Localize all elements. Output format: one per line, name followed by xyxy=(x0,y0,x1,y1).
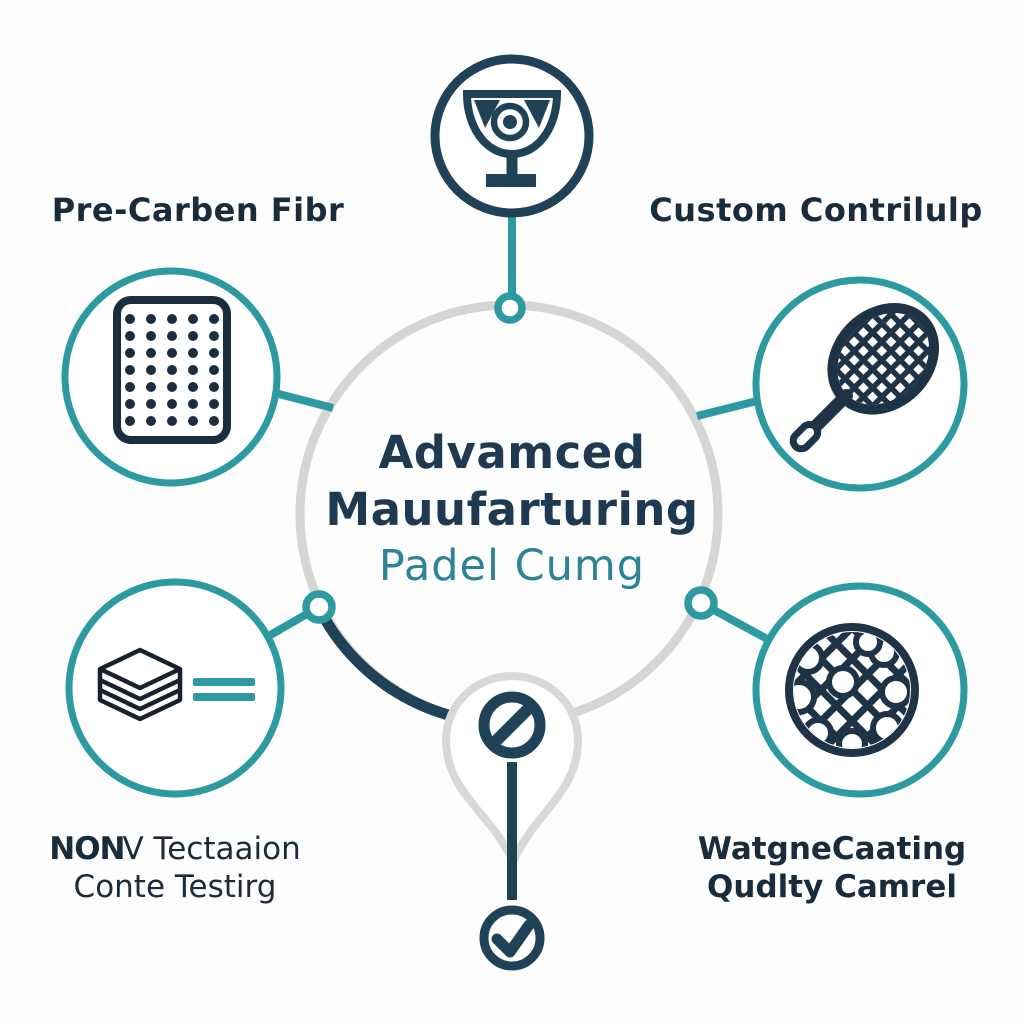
node-right xyxy=(684,586,718,620)
carbon-fiber-sheet-icon xyxy=(113,296,231,444)
node-left xyxy=(302,590,336,624)
trophy-icon xyxy=(462,90,562,187)
satellite-racket xyxy=(752,276,968,492)
label-bottom-left-line2: Conte Testirg xyxy=(73,869,277,905)
center-title: Advamced Mauufarturing Padel Cumg xyxy=(292,424,732,594)
label-bottom-left-line1: NONV Tectaaion xyxy=(15,830,335,868)
label-bottom-right: WatgneCaating Qudlty Camrel xyxy=(672,830,992,906)
label-bottom-right-line2: Qudlty Camrel xyxy=(707,869,957,905)
label-bottom-right-line1: WatgneCaating xyxy=(697,831,967,867)
center-title-line1: Advamced xyxy=(378,426,646,479)
bottom-pointer-group xyxy=(441,671,583,971)
connector-top-left xyxy=(273,389,335,412)
slash-circle-icon xyxy=(478,691,546,759)
center-title-line2: Mauufarturing xyxy=(325,483,699,536)
satellite-trophy xyxy=(430,54,594,218)
satellite-carbon-fiber xyxy=(61,267,281,487)
label-bottom-left-bold: NON xyxy=(49,831,125,867)
satellite-mesh xyxy=(752,582,968,798)
check-circle-icon xyxy=(479,905,545,971)
layers-ring xyxy=(65,578,285,798)
label-top-right: Custom Contrilulp xyxy=(649,191,983,229)
layer-stack-icon xyxy=(97,647,183,722)
label-top-left: Pre-Carben Fibr xyxy=(51,191,345,229)
label-bottom-left-rest: V Tectaaion xyxy=(122,831,301,867)
mesh-texture-icon xyxy=(785,623,919,757)
hub-node-rings xyxy=(302,292,718,624)
center-title-line3: Padel Cumg xyxy=(378,541,646,591)
connector-top-right xyxy=(696,397,758,420)
node-top xyxy=(494,292,526,324)
equals-icon xyxy=(193,678,255,701)
label-bottom-left: NONV Tectaaion Conte Testirg xyxy=(15,830,335,906)
satellite-layers xyxy=(65,578,285,798)
